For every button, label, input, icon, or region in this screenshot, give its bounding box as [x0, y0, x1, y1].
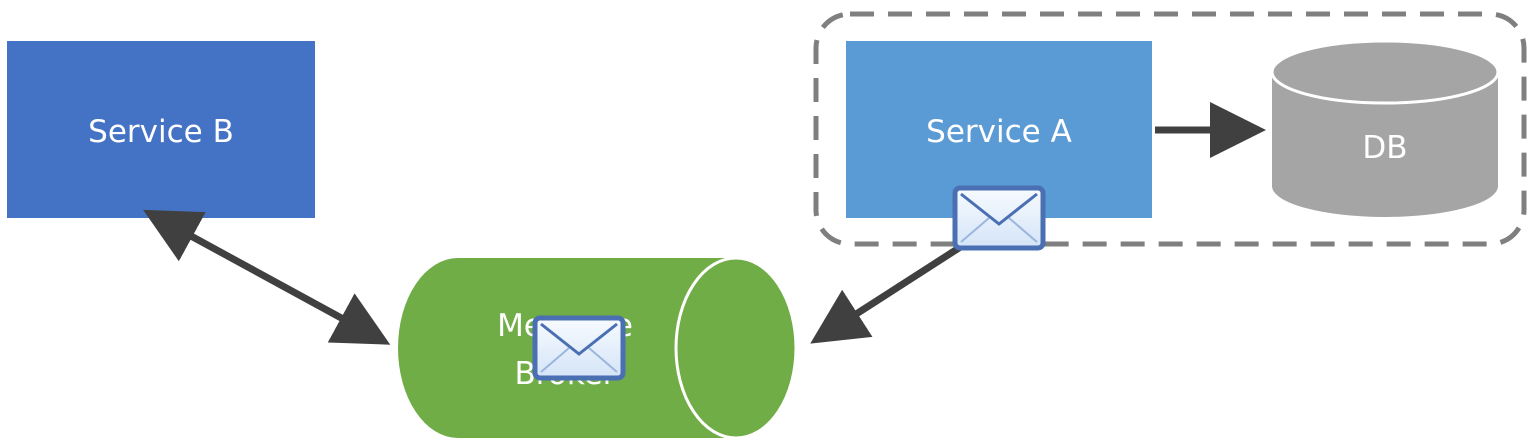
service-b-label: Service B [88, 114, 234, 150]
service-a-boundary [813, 11, 1527, 247]
envelope-icon [532, 315, 626, 381]
db-label: DB [1362, 130, 1407, 166]
service-a-label: Service A [926, 114, 1072, 150]
service-a-to-broker-arrow [810, 243, 964, 344]
db-node: DB [1270, 39, 1500, 217]
envelope-icon [952, 185, 1046, 251]
service-b-broker-arrow [143, 209, 391, 345]
service-b-node: Service B [7, 41, 315, 218]
